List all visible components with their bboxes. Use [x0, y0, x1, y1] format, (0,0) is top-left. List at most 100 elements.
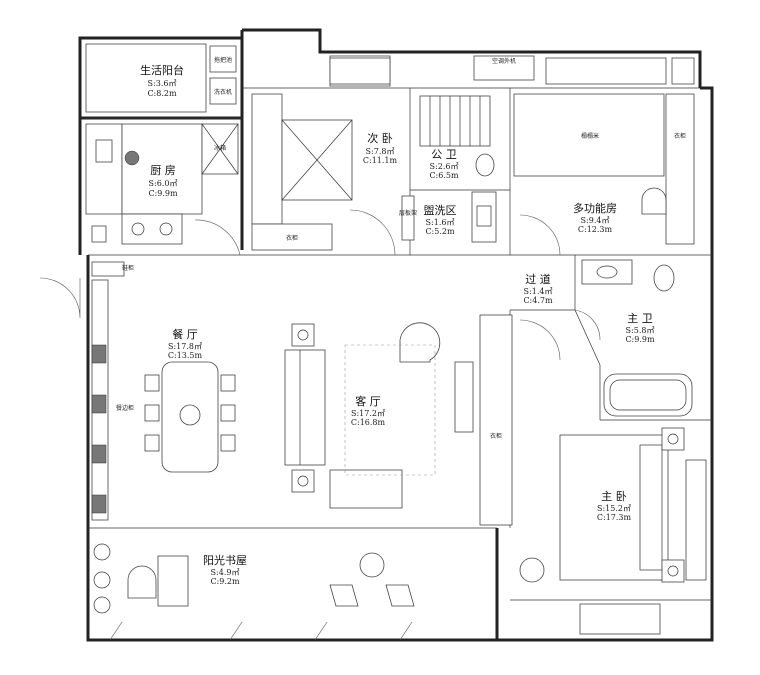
- balcony-name: 生活阳台: [140, 63, 184, 77]
- kitchen-perimeter: C:9.9m: [148, 189, 178, 198]
- shoe-cabinet: [91, 261, 125, 277]
- range-hood-icon: [124, 150, 140, 166]
- master-bath-area: S:5.8㎡: [626, 326, 655, 335]
- living-area: S:17.2㎡: [351, 409, 385, 418]
- desk-chair: [127, 565, 157, 599]
- multi-room: 榻榻米 衣柜 多功能房 S:9.4㎡ C:12.3m: [513, 93, 695, 245]
- multi-room-perimeter: C:12.3m: [578, 225, 613, 234]
- balcony-area: S:3.6㎡: [148, 79, 177, 88]
- corridor-perimeter: C:4.7m: [523, 296, 553, 305]
- second-bedroom-name: 次 卧: [367, 131, 393, 145]
- balcony-perimeter: C:8.2m: [147, 89, 177, 98]
- armchair: [399, 322, 441, 363]
- round-stool: [519, 557, 545, 583]
- second-bedroom-area: S:7.8㎡: [366, 147, 395, 156]
- balcony-room: 拖把池 洗衣机 生活阳台 S:3.6㎡ C:8.2m: [85, 43, 237, 113]
- mop-sink: [209, 45, 237, 73]
- dining-area: S:17.8㎡: [168, 342, 202, 351]
- chair: [144, 374, 160, 392]
- sunroom-area: S:4.9㎡: [211, 568, 240, 577]
- round-table: [359, 552, 385, 578]
- mop-sink-label: 拖把池: [214, 56, 232, 64]
- bathtub: [603, 373, 693, 417]
- chair: [144, 404, 160, 422]
- interior-walls: [80, 87, 712, 601]
- plant-icon: [93, 543, 111, 561]
- wash-area-perimeter: C:5.2m: [425, 227, 455, 236]
- tv-cabinet: [454, 361, 474, 433]
- master-bath-perimeter: C:9.9m: [625, 335, 655, 344]
- shoe-cabinet-label: 鞋柜: [122, 264, 134, 272]
- second-bedroom-room: 衣柜 次 卧 S:7.8㎡ C:11.1m: [251, 55, 398, 251]
- master-bedroom-name: 主 卧: [601, 490, 627, 503]
- master-bath-room: 主 卫 S:5.8㎡ C:9.9m: [581, 259, 693, 417]
- master-toilet-icon: [653, 264, 675, 292]
- desk-chair: [641, 187, 667, 215]
- living-name: 客 厅: [355, 394, 381, 408]
- chair: [220, 404, 236, 422]
- sideboard-label: 餐边柜: [116, 404, 134, 412]
- toilet-icon: [475, 153, 495, 177]
- lounge-chair: [329, 584, 359, 607]
- ac-unit-label: 空调外机: [492, 57, 516, 65]
- layer-shelf: [401, 195, 415, 241]
- washer-label: 洗衣机: [214, 88, 232, 96]
- desk: [157, 555, 189, 607]
- wardrobe-multi-label: 衣柜: [674, 132, 686, 140]
- sofa: [284, 349, 326, 466]
- corridor-area: S:1.4㎡: [524, 287, 553, 296]
- wardrobe-second: [251, 223, 333, 251]
- fridge-label: 冰箱: [214, 144, 226, 152]
- sunroom-perimeter: C:9.2m: [210, 577, 240, 586]
- corridor-name: 过 道: [525, 272, 551, 286]
- living-perimeter: C:16.8m: [351, 418, 386, 427]
- master-bed: [559, 434, 669, 581]
- living-room: 衣柜 客 厅 S:17.2㎡ C:16.8m: [284, 314, 513, 526]
- wardrobe-master: [479, 314, 513, 526]
- chair: [220, 374, 236, 392]
- public-bath-perimeter: C:6.5m: [429, 171, 459, 180]
- stove-icon: [121, 213, 183, 245]
- sunroom-room: 阳光书屋 S:4.9㎡ C:9.2m: [93, 543, 415, 641]
- corridor-room: 过 道 S:1.4㎡ C:4.7m: [523, 272, 553, 305]
- tatami: [513, 93, 665, 177]
- tatami-label: 榻榻米: [581, 132, 599, 140]
- dining-room: 鞋柜 餐边柜 餐 厅 S:17.8㎡ C:13.5m: [91, 261, 236, 521]
- wash-area-name: 盥洗区: [424, 204, 457, 217]
- master-bedroom-perimeter: C:17.3m: [597, 513, 632, 522]
- ac-unit: [473, 55, 535, 81]
- wash-area-room: 层板架 盥洗区 S:1.6㎡ C:5.2m: [399, 191, 497, 243]
- kitchen-room: 冰箱 厨 房 S:6.0㎡ C:9.9m: [85, 123, 239, 245]
- public-bath-room: 空调外机 公 卫 S:2.6㎡ C:6.5m: [419, 55, 535, 180]
- master-bedroom-area: S:15.2㎡: [597, 504, 631, 513]
- outer-walls: [78, 28, 714, 642]
- public-bath-area: S:2.6㎡: [430, 162, 459, 171]
- washer: [209, 77, 237, 105]
- lounge-chair: [385, 584, 415, 607]
- multi-room-area: S:9.4㎡: [581, 216, 610, 225]
- layer-shelf-label: 层板架: [399, 209, 417, 217]
- master-bath-name: 主 卫: [627, 312, 653, 325]
- kitchen-name: 厨 房: [150, 164, 176, 177]
- ottoman: [329, 469, 403, 509]
- plant-icon: [93, 596, 111, 614]
- wash-basin: [471, 191, 497, 243]
- kitchen-area: S:6.0㎡: [149, 179, 178, 188]
- wardrobe-multi: [665, 93, 695, 245]
- multi-room-name: 多功能房: [573, 201, 617, 215]
- sink-icon: [95, 139, 113, 163]
- public-bath-name: 公 卫: [431, 148, 457, 161]
- wardrobe-second-label: 衣柜: [286, 234, 298, 242]
- stairs: [419, 95, 491, 147]
- dining-perimeter: C:13.5m: [168, 351, 203, 360]
- master-bedroom-room: 主 卧 S:15.2㎡ C:17.3m: [519, 427, 707, 635]
- dining-name: 餐 厅: [172, 327, 198, 341]
- top-balcony: [329, 57, 695, 85]
- chair: [220, 434, 236, 452]
- plant-icon: [93, 571, 111, 589]
- wardrobe-master-label: 衣柜: [490, 432, 502, 440]
- second-bedroom-perimeter: C:11.1m: [363, 156, 398, 165]
- sunroom-name: 阳光书屋: [203, 553, 247, 567]
- master-basin: [581, 259, 633, 285]
